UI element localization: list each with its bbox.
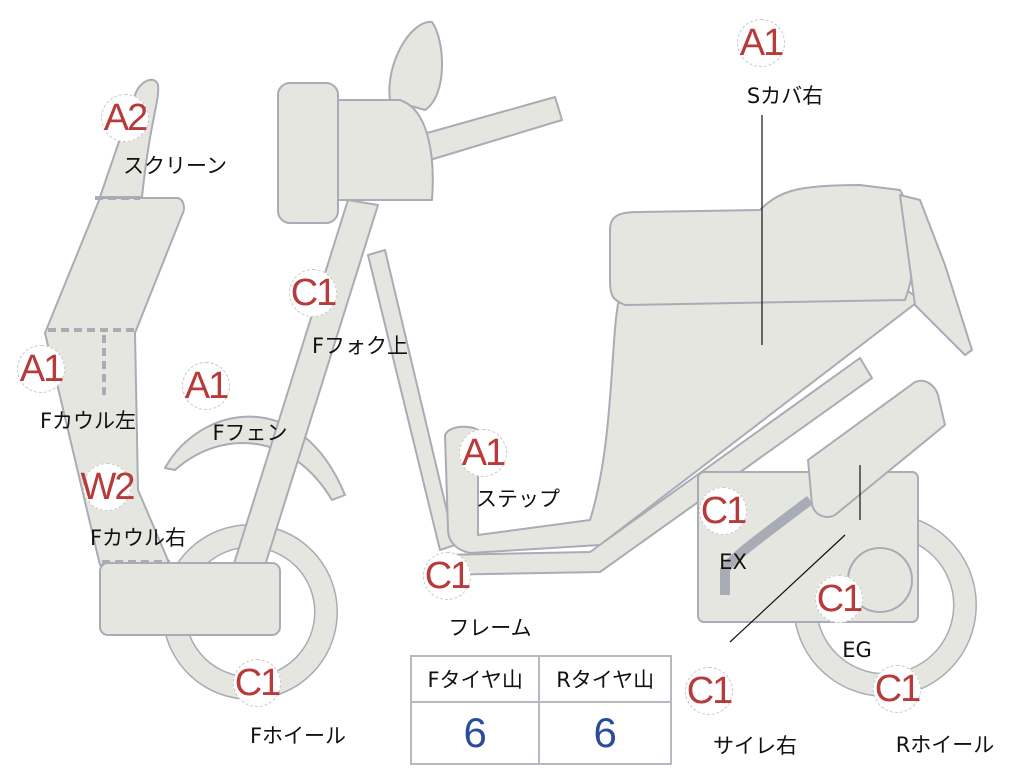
part-grade-badge: A2	[101, 94, 149, 142]
leader-line	[729, 534, 846, 643]
part-grade-badge: C1	[423, 552, 471, 600]
part-grade-badge: C1	[289, 269, 337, 317]
handle-cover	[277, 82, 339, 224]
tire-tread-table: Fタイヤ山 Rタイヤ山 6 6	[409, 655, 672, 765]
part-grade-badge: W2	[81, 463, 136, 511]
part-label: Fカウル右	[89, 526, 187, 550]
part-grade-badge: A1	[737, 19, 785, 67]
part-label: EX	[719, 550, 747, 574]
mirror	[388, 20, 444, 111]
handle-head	[319, 99, 434, 201]
part-label: ステップ	[476, 487, 560, 511]
front-tire-value: 6	[409, 701, 541, 765]
front-fork	[231, 199, 379, 576]
part-grade-badge: C1	[685, 667, 733, 715]
front-tire-header: Fタイヤ山	[409, 655, 541, 703]
exhaust-pipe	[720, 496, 814, 595]
handle-arm	[419, 96, 563, 161]
part-label: EG	[842, 638, 872, 662]
front-cowl-lower	[99, 562, 281, 636]
part-grade-badge: C1	[815, 575, 863, 623]
part-label: サイレ右	[713, 734, 797, 758]
part-label: Fホイール	[249, 724, 347, 748]
part-label: Fフェン	[212, 421, 288, 445]
part-label: スクリーン	[123, 154, 227, 178]
front-cowl	[44, 197, 185, 566]
body-step	[444, 284, 921, 554]
part-label: Sカバ右	[746, 84, 824, 108]
part-grade-badge: A1	[459, 429, 507, 477]
part-label: フレーム	[448, 616, 532, 640]
part-grade-badge: A1	[17, 345, 65, 393]
frame-tube	[367, 249, 456, 551]
rear-tire-header: Rタイヤ山	[538, 655, 672, 703]
tail	[899, 194, 973, 356]
rear-tire-value: 6	[538, 701, 672, 765]
part-grade-badge: C1	[873, 665, 921, 713]
part-label: Fカウル左	[39, 409, 137, 433]
part-label: Fフォク上	[311, 334, 409, 358]
part-grade-badge: C1	[699, 487, 747, 535]
muffler	[807, 379, 946, 518]
part-grade-badge: A1	[182, 362, 230, 410]
part-label: Rホイール	[895, 733, 995, 757]
part-grade-badge: C1	[233, 659, 281, 707]
